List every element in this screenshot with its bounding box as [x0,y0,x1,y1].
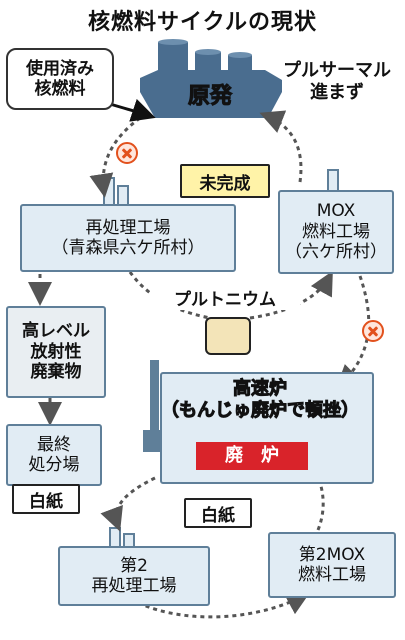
pluthermal-note: プルサーマル 進まず [272,60,402,103]
blocked-cross-icon-2 [362,320,384,342]
blocked-cross-icon [116,142,138,164]
mox-plant: MOX 燃料工場 （六ケ所村） [278,190,394,274]
hlw-line1: 高レベル [22,321,90,342]
fbr-line2: （もんじゅ廃炉で頓挫） [161,399,360,421]
reactor-stack-icon [143,360,165,452]
decommission-badge: 廃 炉 [196,442,308,470]
spent-fuel-line1: 使用済み [26,58,94,79]
spent-fuel-callout: 使用済み 核燃料 [6,48,114,110]
pluthermal-line1: プルサーマル [283,60,391,81]
pluthermal-line2: 進まず [310,81,364,103]
spent-fuel-line2: 核燃料 [34,79,86,99]
reprocessing-plant: 再処理工場 （青森県六ケ所村） [20,204,236,272]
mox-line1: MOX [316,201,356,222]
second-mox-line2: 燃料工場 [298,565,366,585]
plutonium-canister-icon [205,317,251,355]
arrow-plant-to-reprocessing [89,116,141,198]
second-reprocessing-plant: 第2 再処理工場 [58,546,210,606]
final-disposal-box: 最終 処分場 [6,424,102,486]
hlw-line2: 放射性 [30,341,82,362]
second-mox-plant: 第2MOX 燃料工場 [268,532,396,598]
plant-label: 原発 [187,83,232,109]
reprocessing-line1: 再処理工場 [85,217,171,238]
mox-line2: 燃料工場 [302,221,370,242]
final-line1: 最終 [37,434,71,455]
hlw-line3: 廃棄物 [30,362,82,383]
blank-tag-2: 白紙 [184,498,252,528]
mox-line3: （六ケ所村） [285,242,387,263]
arrow-second-mox-to-fbr [295,445,325,531]
reprocessing-line2: （青森県六ケ所村） [51,238,205,258]
fbr-line1: 高速炉 [233,378,288,400]
arrow-fbr-to-second-reprocessing [100,476,156,532]
second-reprocessing-line1: 第2 [120,555,148,576]
incomplete-tag: 未完成 [180,164,270,198]
arrow-spent-fuel [109,98,156,122]
plutonium-label: プルトニウム [150,290,300,311]
second-reprocessing-line2: 再処理工場 [91,576,177,596]
page-title: 核燃料サイクルの現状 [88,10,317,35]
hlw-box: 高レベル 放射性 廃棄物 [6,306,106,398]
final-line2: 処分場 [28,455,80,475]
second-mox-line1: 第2MOX [298,544,366,565]
blank-tag-1: 白紙 [12,484,80,514]
arrow-plutonium-to-mox [249,270,333,320]
arrow-mox-to-plant [259,110,303,183]
nuclear-plant-icon [140,39,282,118]
fbr-label: 高速炉 （もんじゅ廃炉で頓挫） [110,378,405,422]
